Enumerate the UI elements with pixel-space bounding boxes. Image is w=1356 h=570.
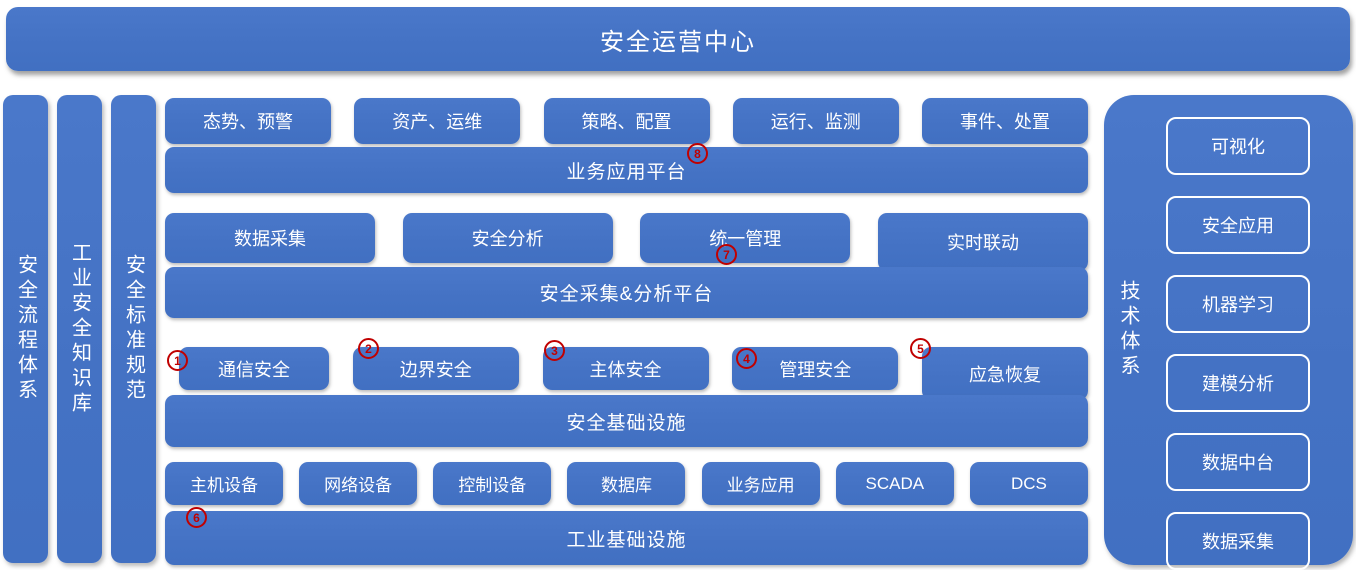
pillar-security-process: 安全流程体系 <box>3 95 48 563</box>
circled-marker-5: 5 <box>910 338 931 359</box>
circled-marker-1: 1 <box>167 350 188 371</box>
analysis-box: 安全分析 <box>402 213 613 263</box>
device-box: 网络设备 <box>299 462 418 505</box>
pillar-industrial-knowledge: 工业安全知识库 <box>57 95 102 563</box>
tech-box: 建模分析 <box>1166 354 1310 412</box>
security-platform-bar: 安全基础设施 <box>165 395 1088 447</box>
circled-marker-2: 2 <box>358 338 379 359</box>
analysis-box: 统一管理 <box>640 213 851 263</box>
device-box: DCS <box>969 462 1088 505</box>
technology-panel-label-wrap: 技术体系 <box>1117 95 1139 565</box>
circled-marker-8: 8 <box>687 143 708 164</box>
security-box: 边界安全 <box>352 347 519 390</box>
circled-marker-7: 7 <box>716 244 737 265</box>
tech-box: 安全应用 <box>1166 196 1310 254</box>
app-platform-bar: 业务应用平台 <box>165 147 1088 193</box>
security-box: 通信安全 <box>179 347 329 390</box>
device-box: SCADA <box>835 462 954 505</box>
circled-marker-4: 4 <box>736 348 757 369</box>
tech-box: 机器学习 <box>1166 275 1310 333</box>
analysis-box: 实时联动 <box>877 213 1088 271</box>
analysis-row: 数据采集 安全分析 统一管理 实时联动 <box>165 213 1088 271</box>
industrial-platform-bar: 工业基础设施 <box>165 511 1088 565</box>
tech-box: 数据采集 <box>1166 512 1310 570</box>
application-row: 态势、预警 资产、运维 策略、配置 运行、监测 事件、处置 <box>165 98 1088 144</box>
device-box: 主机设备 <box>165 462 283 505</box>
architecture-stack: 态势、预警 资产、运维 策略、配置 运行、监测 事件、处置 业务应用平台 数据采… <box>165 95 1088 565</box>
security-box: 管理安全 <box>732 347 899 390</box>
security-row: 通信安全 边界安全 主体安全 管理安全 应急恢复 <box>165 347 1088 400</box>
device-box: 数据库 <box>567 462 686 505</box>
pillar-security-standards: 安全标准规范 <box>111 95 156 563</box>
security-box: 主体安全 <box>542 347 709 390</box>
technology-box-list: 可视化 安全应用 机器学习 建模分析 数据中台 数据采集 <box>1166 117 1310 570</box>
app-box: 事件、处置 <box>922 98 1088 144</box>
technology-panel-label: 技术体系 <box>1117 280 1139 380</box>
pillar-label: 工业安全知识库 <box>68 241 91 417</box>
tech-box: 数据中台 <box>1166 433 1310 491</box>
security-box: 应急恢复 <box>922 347 1088 400</box>
device-box: 业务应用 <box>701 462 820 505</box>
device-row: 主机设备 网络设备 控制设备 数据库 业务应用 SCADA DCS <box>165 462 1088 505</box>
app-box: 资产、运维 <box>354 98 521 144</box>
technology-panel: 技术体系 可视化 安全应用 机器学习 建模分析 数据中台 数据采集 <box>1104 95 1353 570</box>
pillar-label: 安全流程体系 <box>14 254 37 404</box>
page-title: 安全运营中心 <box>600 28 756 56</box>
tech-box: 可视化 <box>1166 117 1310 175</box>
analysis-box: 数据采集 <box>165 213 375 263</box>
circled-marker-3: 3 <box>544 340 565 361</box>
header-banner: 安全运营中心 <box>6 7 1350 71</box>
pillar-label: 安全标准规范 <box>122 254 145 404</box>
device-box: 控制设备 <box>433 462 552 505</box>
app-box: 态势、预警 <box>165 98 331 144</box>
analysis-platform-bar: 安全采集&分析平台 <box>165 267 1088 318</box>
circled-marker-6: 6 <box>186 507 207 528</box>
app-box: 运行、监测 <box>732 98 899 144</box>
app-box: 策略、配置 <box>543 98 710 144</box>
